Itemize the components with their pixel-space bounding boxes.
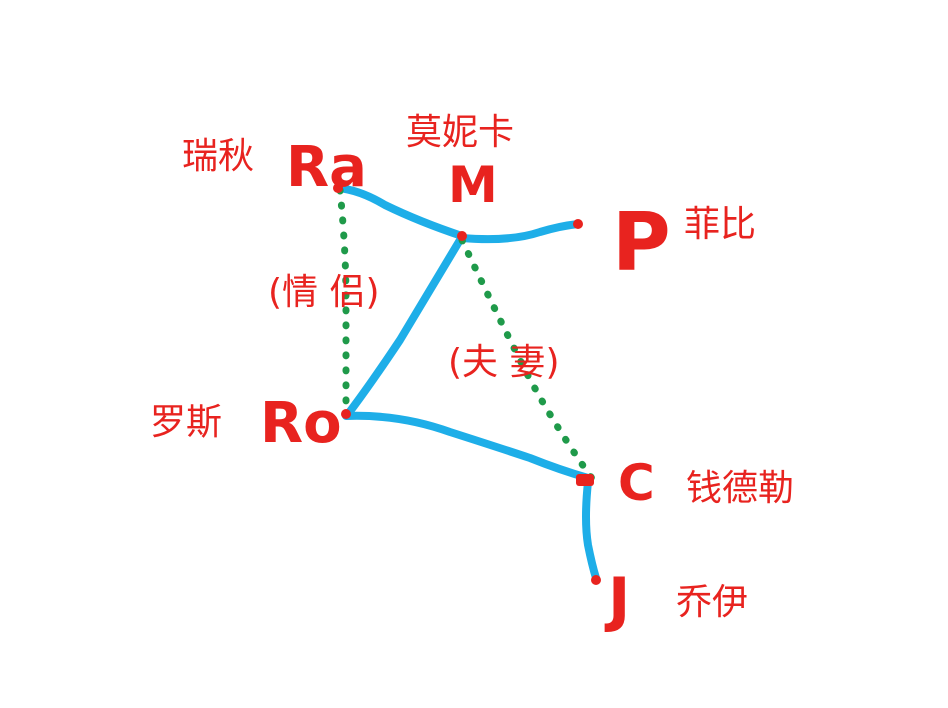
name-ross: 罗斯	[150, 402, 222, 443]
relation-couple-label: (情 侣)	[268, 272, 380, 313]
relation-spouses-label: (夫 妻)	[448, 342, 560, 383]
relation-spouses-line	[458, 236, 600, 488]
initial-chandler: C	[618, 454, 655, 512]
node-phoebe	[573, 219, 583, 229]
initial-phoebe: P	[612, 196, 671, 289]
node-chandler	[576, 474, 594, 486]
name-joey: 乔伊	[676, 582, 748, 623]
initial-ross: Ro	[260, 391, 342, 456]
names: 瑞秋 莫妮卡 菲比 罗斯 钱德勒 乔伊	[150, 112, 794, 623]
link-monica-ross	[344, 236, 464, 418]
relations	[336, 186, 600, 488]
link-rachel-monica	[334, 184, 466, 240]
name-monica: 莫妮卡	[406, 112, 514, 153]
node-monica	[457, 231, 467, 241]
nodes	[333, 183, 601, 585]
relation-labels: (情 侣) (夫 妻)	[268, 272, 560, 383]
links	[334, 184, 600, 582]
initial-monica: M	[448, 156, 498, 214]
initials: Ra M P Ro C J	[260, 135, 671, 635]
name-phoebe: 菲比	[684, 204, 756, 245]
link-ross-chandler	[342, 411, 592, 482]
node-ross	[341, 409, 351, 419]
initial-joey: J	[604, 565, 630, 635]
name-chandler: 钱德勒	[686, 468, 794, 509]
initial-rachel: Ra	[286, 135, 367, 200]
link-chandler-joey	[582, 478, 600, 582]
link-monica-phoebe	[458, 220, 582, 244]
name-rachel: 瑞秋	[182, 136, 254, 177]
node-joey	[591, 575, 601, 585]
node-rachel	[333, 183, 343, 193]
